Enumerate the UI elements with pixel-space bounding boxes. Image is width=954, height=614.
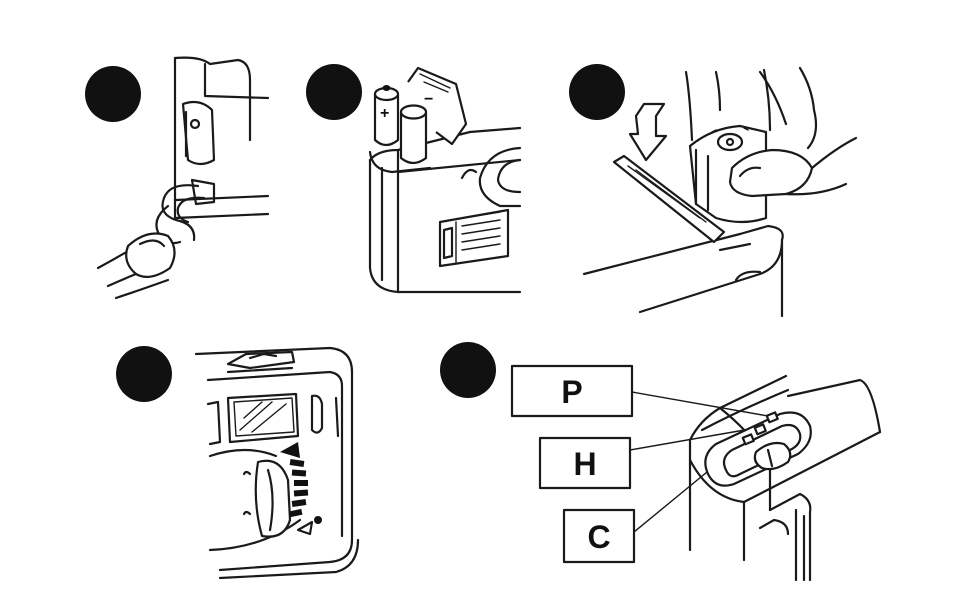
step-marker-4 — [116, 346, 172, 402]
battery-minus-sign: − — [424, 91, 433, 108]
panel-film — [569, 64, 856, 316]
panel-batteries: + − — [306, 64, 520, 292]
panel-strap — [85, 58, 268, 298]
mode-label-c: C — [587, 519, 610, 555]
panel-format: P H C — [440, 342, 880, 580]
mode-label-p: P — [561, 374, 582, 410]
battery-plus-sign: + — [380, 105, 389, 122]
step-marker-5 — [440, 342, 496, 398]
step-marker-2 — [306, 64, 362, 120]
step-marker-1 — [85, 66, 141, 122]
mode-label-h: H — [573, 446, 596, 482]
panel-dial — [116, 346, 358, 578]
step-marker-3 — [569, 64, 625, 120]
